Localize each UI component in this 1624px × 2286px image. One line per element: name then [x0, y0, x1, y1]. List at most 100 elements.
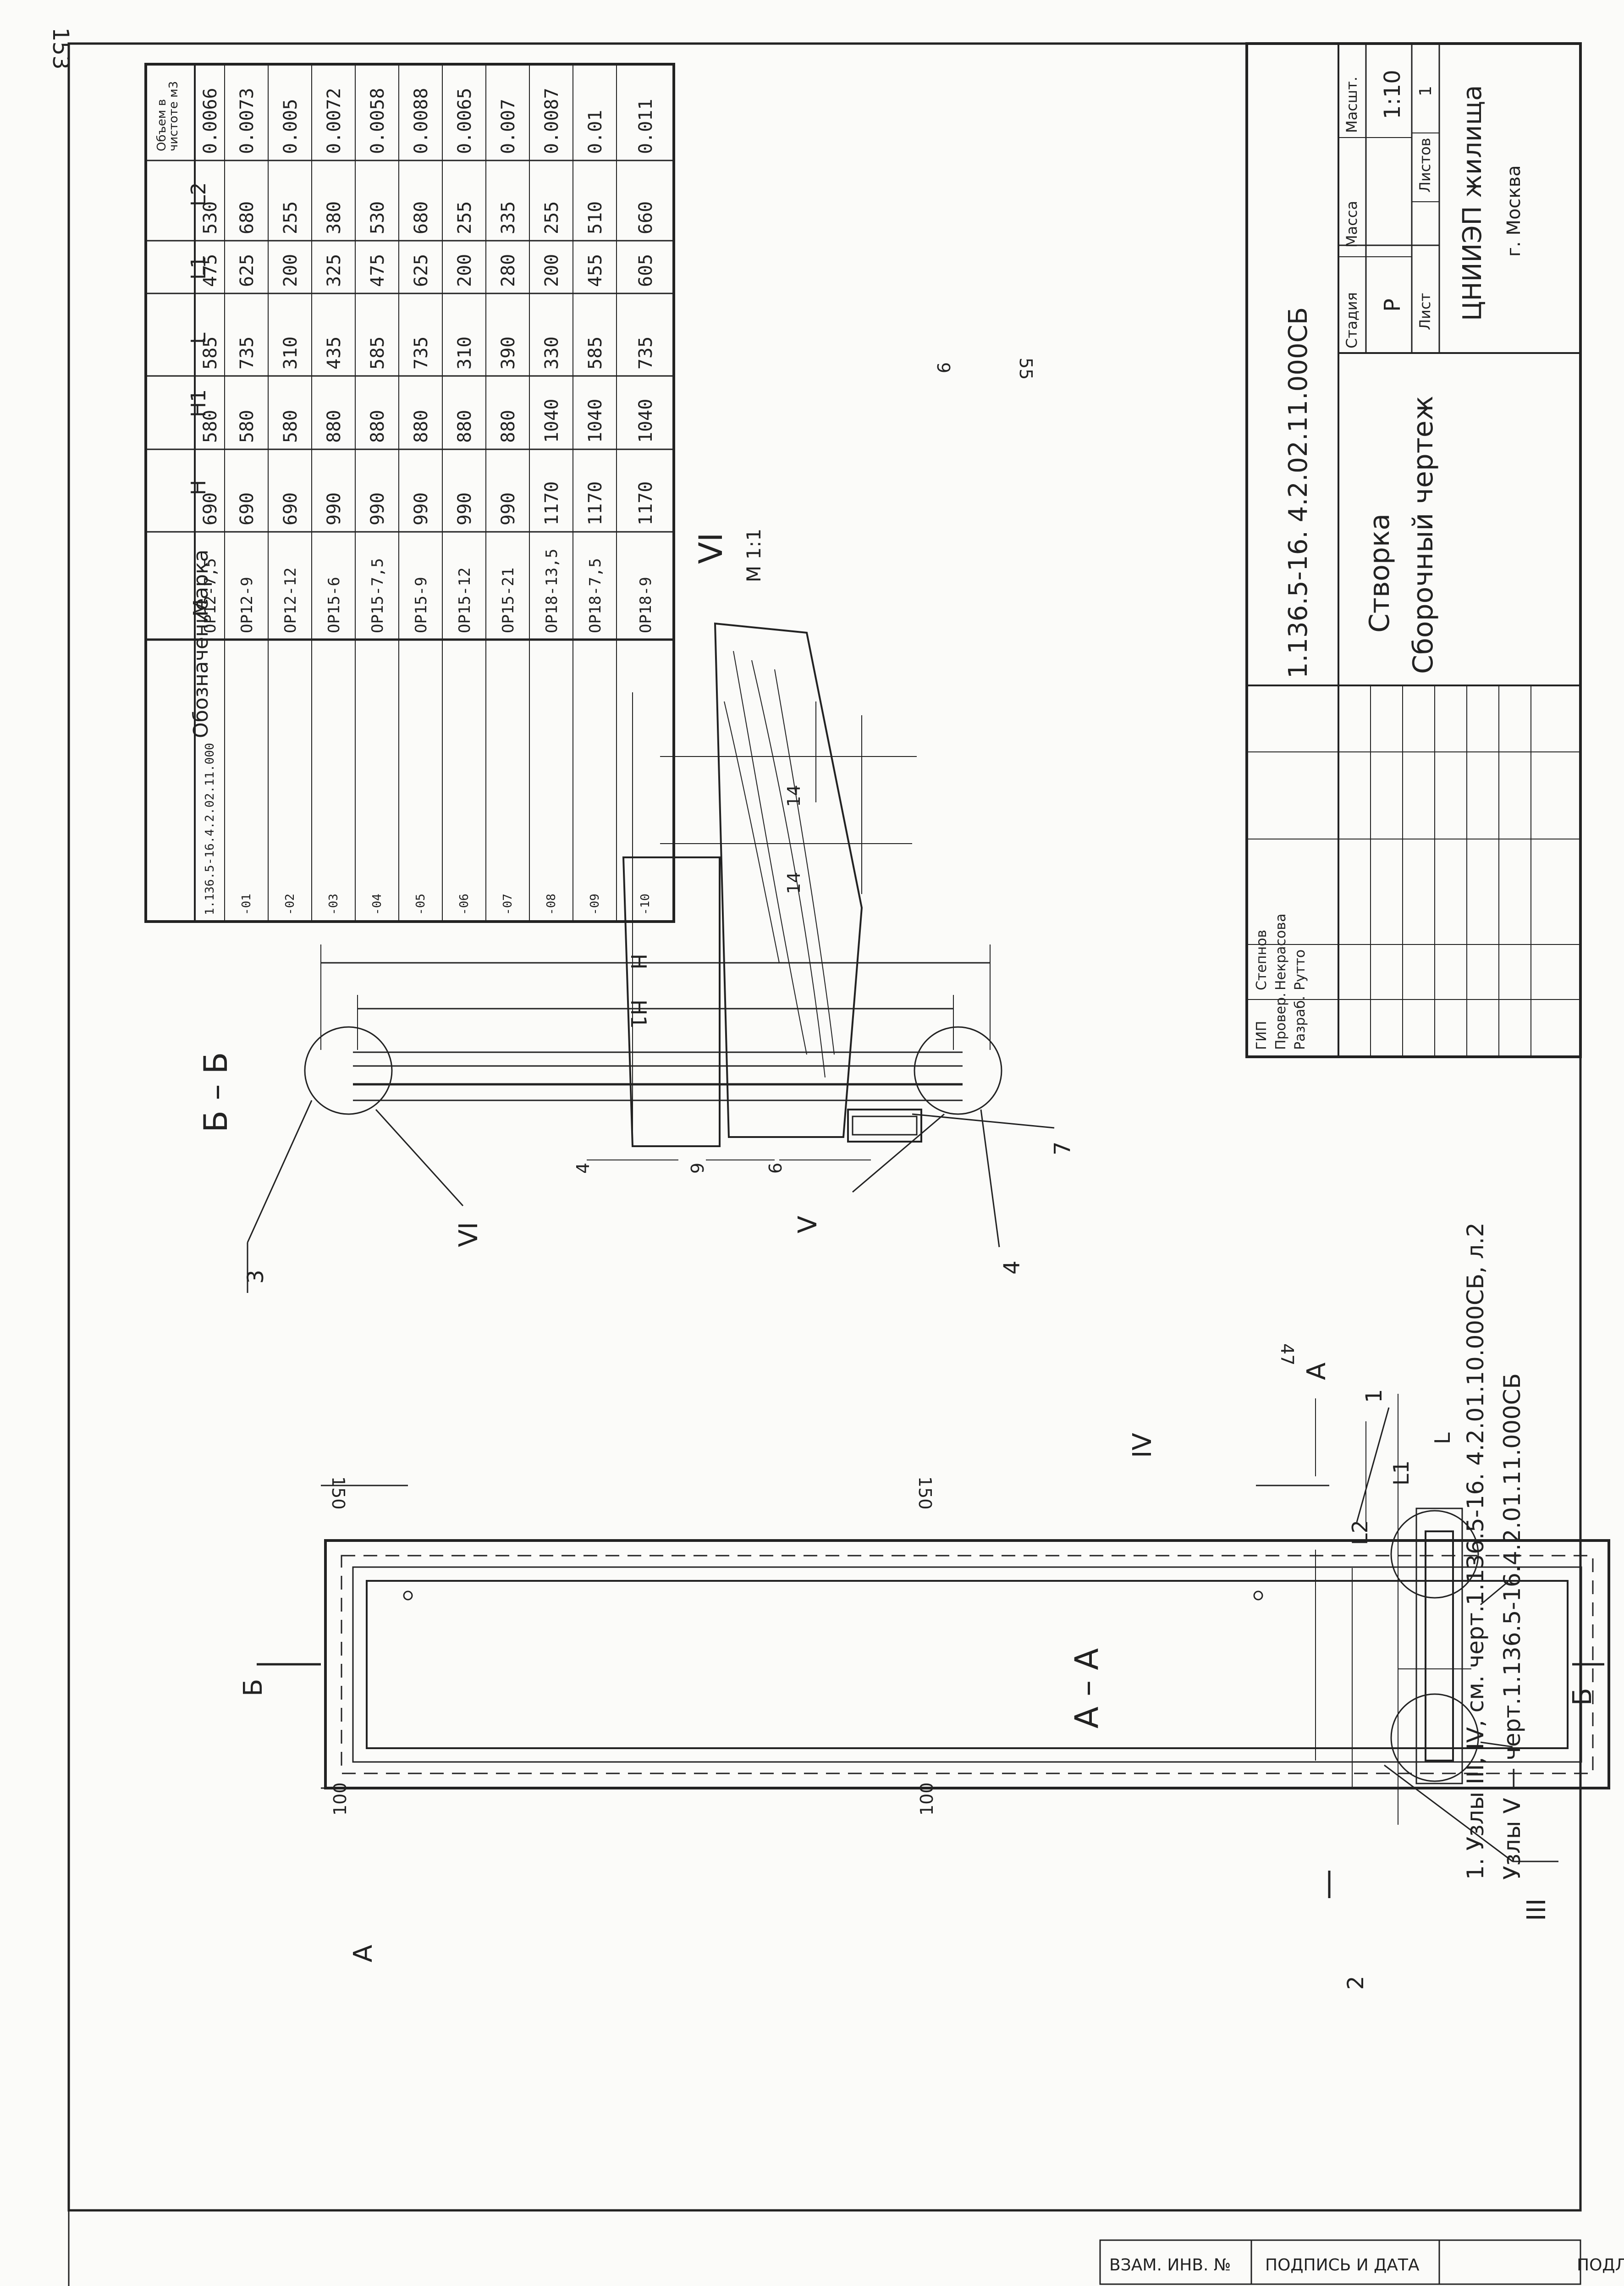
- table-cell: 880: [411, 409, 432, 443]
- node-v-label: V: [793, 1215, 823, 1233]
- table-cell: ОР18-13,5: [543, 548, 561, 633]
- page-number: 153: [48, 28, 73, 70]
- table-cell: 0.011: [635, 99, 656, 154]
- table-cell: ОР12-9: [238, 577, 256, 633]
- table-cell: 880: [498, 409, 519, 443]
- table-cell: 660: [635, 201, 656, 234]
- table-cell: 580: [200, 409, 221, 443]
- sheets-value: 1: [1416, 86, 1435, 96]
- signatory-name: Степнов: [1254, 929, 1270, 990]
- table-cell: 200: [454, 254, 475, 287]
- table-cell: ОР15-9: [412, 577, 430, 633]
- scale-value: 1:10: [1380, 70, 1405, 119]
- table-cell: ОР12-7,5: [201, 558, 220, 633]
- table-cell: ОР12-12: [281, 567, 300, 633]
- table-cell: 690: [280, 492, 301, 525]
- table-cell: 330: [541, 336, 562, 370]
- table-cell: 1170: [635, 481, 656, 525]
- table-cell-designation: -04: [370, 894, 384, 915]
- table-cell: 255: [541, 201, 562, 234]
- cut-letter-a-right: А: [1302, 1362, 1332, 1380]
- dim-150-left: 150: [328, 1476, 348, 1510]
- table-cell: 475: [367, 254, 388, 287]
- dim-L: L: [1430, 1432, 1455, 1444]
- table-cell: 580: [237, 409, 258, 443]
- table-cell: 0.01: [585, 110, 606, 154]
- table-cell: 880: [454, 409, 475, 443]
- table-cell-designation: -10: [639, 894, 652, 915]
- table-cell: 200: [541, 254, 562, 287]
- table-cell: 735: [635, 336, 656, 370]
- table-cell: ОР18-7,5: [586, 558, 605, 633]
- table-cell: 690: [200, 492, 221, 525]
- dim-L1: L1: [1389, 1460, 1414, 1485]
- table-cell: 1040: [541, 398, 562, 443]
- node-vi-label: VI: [454, 1222, 484, 1247]
- cut-letter-a-left: А: [348, 1944, 378, 1962]
- callout-7: 7: [1050, 1141, 1075, 1155]
- table-cell: 1040: [585, 398, 606, 443]
- table-cell: 310: [280, 336, 301, 370]
- binding-label-inv: ВЗАМ. ИНВ. №: [1109, 2256, 1231, 2275]
- table-cell: 0.0088: [411, 88, 432, 155]
- callout-4: 4: [999, 1260, 1025, 1275]
- table-cell-designation: -07: [501, 894, 515, 915]
- dim-14b: 14: [784, 872, 804, 894]
- doc-code: 1.136.5-16. 4.2.02.11.000СБ: [1283, 307, 1313, 679]
- table-cell: 310: [454, 336, 475, 370]
- table-cell: 585: [200, 336, 221, 370]
- table-cell-designation: -05: [414, 894, 428, 915]
- table-cell: 1170: [541, 481, 562, 525]
- dim-H: Н: [626, 954, 651, 970]
- sheets-label: Листов: [1416, 138, 1434, 193]
- signatory-role: Провер.: [1273, 993, 1289, 1050]
- table-cell: 0.0072: [324, 88, 345, 155]
- table-cell: 605: [635, 254, 656, 287]
- table-cell: 990: [498, 492, 519, 525]
- section-bb-title: Б – Б: [197, 1052, 235, 1132]
- table-cell: 625: [237, 254, 258, 287]
- dim-L2: L2: [1348, 1520, 1372, 1545]
- table-cell: 625: [411, 254, 432, 287]
- dim-100-left: 100: [330, 1782, 350, 1816]
- table-cell: ОР15-12: [456, 567, 474, 633]
- table-cell-designation: -01: [240, 894, 253, 915]
- section-aa-title: А – А: [1068, 1648, 1106, 1728]
- table-cell: 990: [324, 492, 345, 525]
- dim-55: 55: [1016, 358, 1036, 380]
- th-volume: Объем в чистоте м3: [155, 81, 181, 151]
- cut-letter-b-left: Б: [238, 1679, 268, 1696]
- table-cell: 880: [324, 409, 345, 443]
- stage-value: Р: [1380, 298, 1405, 312]
- title-sub: Сборочный чертеж: [1407, 396, 1439, 674]
- dim-14a: 14: [784, 784, 804, 807]
- dim-150-right: 150: [915, 1476, 935, 1510]
- org-city: г. Москва: [1503, 165, 1525, 257]
- table-cell-designation: 1.136.5-16.4.2.02.11.000: [203, 743, 217, 915]
- table-cell-designation: -06: [457, 894, 471, 915]
- title-main: Створка: [1364, 513, 1396, 633]
- table-cell: 585: [585, 336, 606, 370]
- dim-4: 4: [573, 1162, 593, 1174]
- table-cell: 325: [324, 254, 345, 287]
- table-cell: 0.0065: [454, 88, 475, 155]
- dim-47: 47: [1277, 1343, 1297, 1366]
- table-cell: 530: [367, 201, 388, 234]
- table-cell: 735: [411, 336, 432, 370]
- table-cell: 735: [237, 336, 258, 370]
- table-cell: 255: [454, 201, 475, 234]
- table-cell: 200: [280, 254, 301, 287]
- table-cell: 455: [585, 254, 606, 287]
- dim-6: 6: [765, 1162, 786, 1174]
- table-cell: 1040: [635, 398, 656, 443]
- table-cell: 990: [367, 492, 388, 525]
- table-cell: 475: [200, 254, 221, 287]
- table-cell: 255: [280, 201, 301, 234]
- spec-table: Обозначение Марка Н Н1 L L1 L2 Объем в ч…: [146, 64, 674, 922]
- signatory-name: Некрасова: [1273, 913, 1289, 990]
- callout-2: 2: [1343, 1976, 1369, 1990]
- table-cell: 390: [498, 336, 519, 370]
- table-cell: ОР15-6: [325, 577, 343, 633]
- dim-9: 9: [933, 362, 953, 374]
